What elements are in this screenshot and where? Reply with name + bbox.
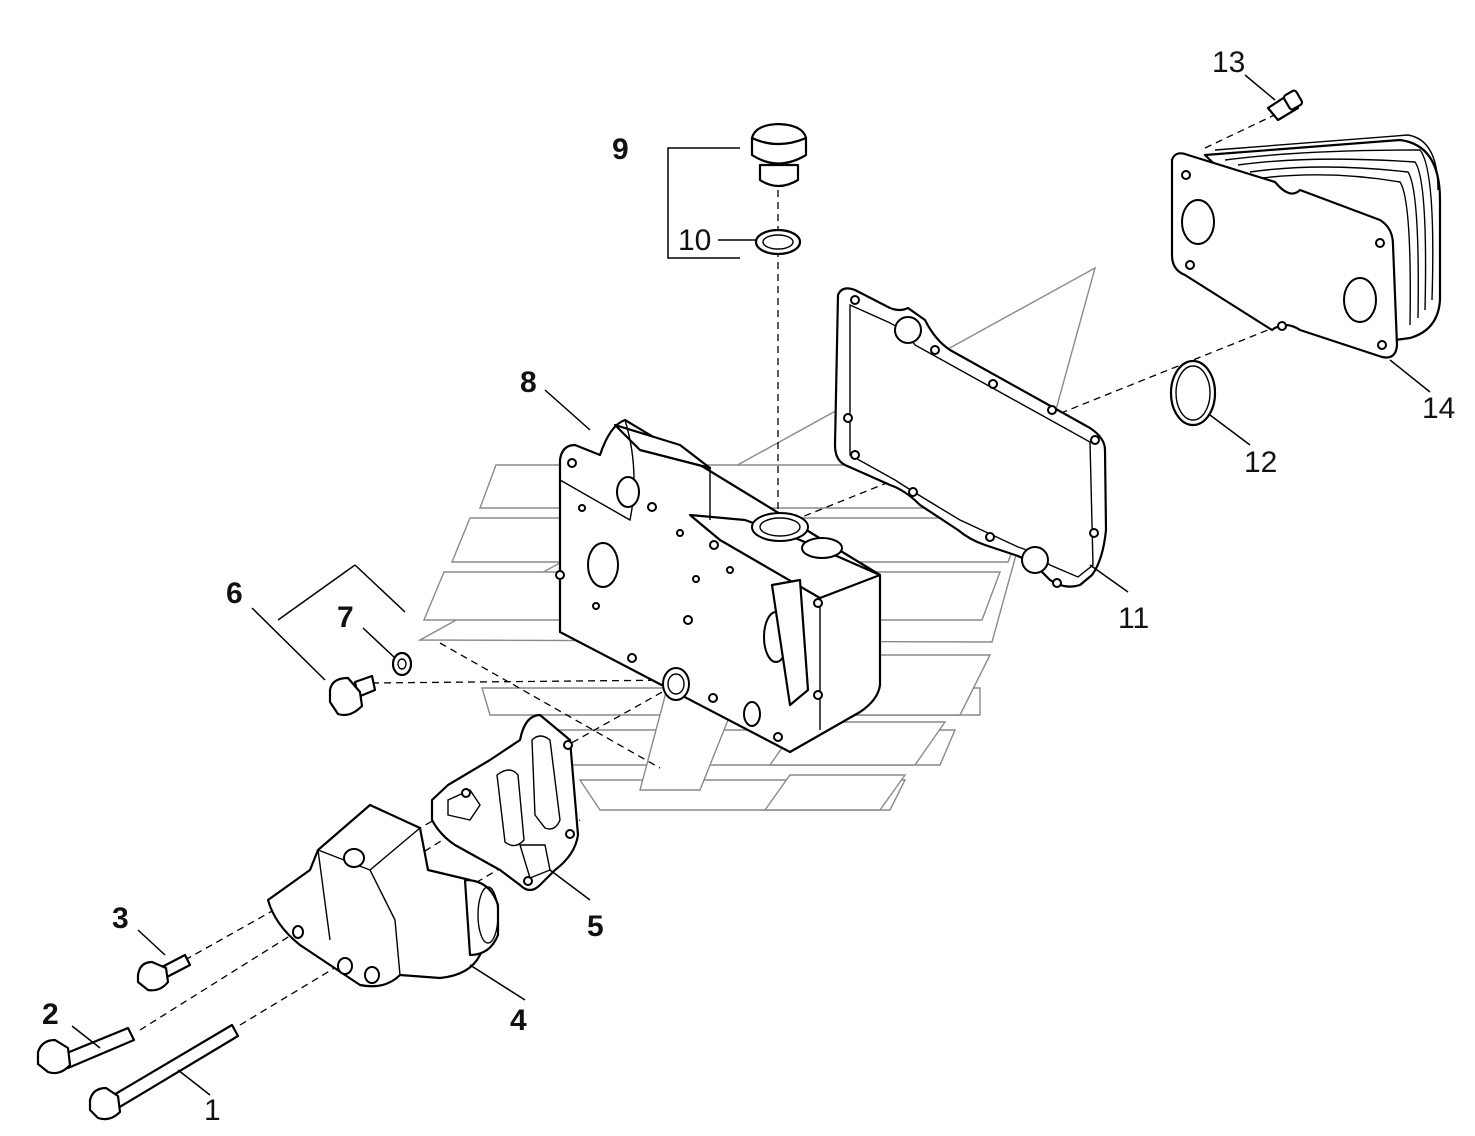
- gasket-part-11: [833, 287, 1108, 588]
- callout-9: 9: [612, 133, 629, 166]
- callout-2: 2: [42, 998, 59, 1031]
- filter-head-part-4: [266, 803, 500, 988]
- callout-14: 14: [1422, 392, 1455, 425]
- callout-1: 1: [204, 1094, 221, 1127]
- o-ring-part-12: [1169, 359, 1217, 427]
- bolt-part-1: [88, 1023, 240, 1121]
- leader-lines: [71, 74, 1431, 1096]
- sealing-ring-part-10: [754, 228, 802, 256]
- callout-11: 11: [1118, 602, 1149, 635]
- callout-labels: 1 2 3 4 5 6 7 8 9 10 11 12 13 14: [42, 46, 1455, 1127]
- callout-13: 13: [1212, 46, 1245, 79]
- callout-7: 7: [337, 601, 354, 634]
- oil-cooler-part-14: [1170, 134, 1442, 359]
- gasket-part-5: [430, 713, 580, 892]
- bolt-part-3: [136, 953, 192, 992]
- plug-part-9: [750, 122, 808, 188]
- bolt-part-13: [1266, 89, 1304, 122]
- washer-part-7: [391, 651, 413, 677]
- callout-5: 5: [587, 910, 604, 943]
- callout-10: 10: [678, 224, 711, 257]
- plug-screw-part-6: [328, 674, 377, 717]
- callout-4: 4: [510, 1004, 527, 1037]
- callout-3: 3: [112, 902, 129, 935]
- callout-8: 8: [520, 366, 537, 399]
- callout-12: 12: [1244, 446, 1277, 479]
- housing-part-8: [555, 418, 882, 754]
- callout-6: 6: [226, 577, 243, 610]
- bolt-part-2: [36, 1026, 136, 1075]
